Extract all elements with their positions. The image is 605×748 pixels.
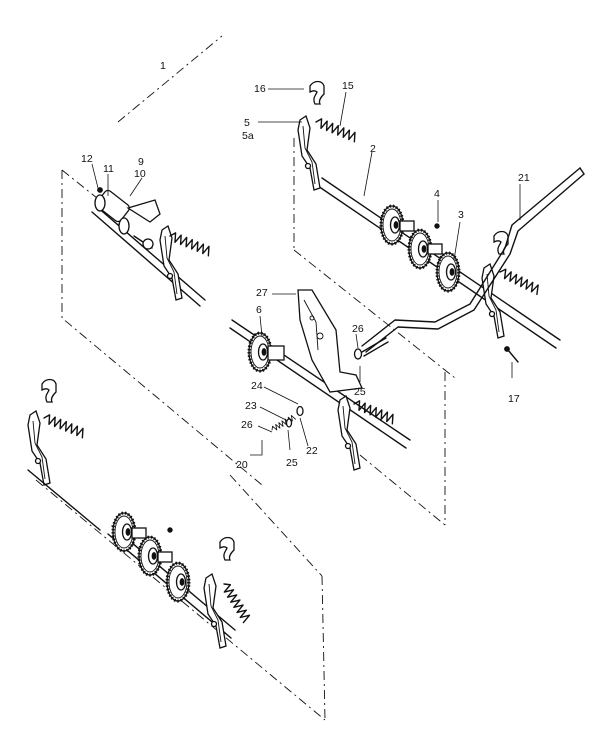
callout-9: 9 [138,156,144,168]
callout-1: 1 [160,60,166,72]
callout-26-lower: 26 [241,419,253,431]
callout-23: 23 [245,400,257,412]
callout-25-upper: 25 [354,386,366,398]
leader-lines [91,88,521,456]
callout-5: 5 [244,117,250,129]
callout-17: 17 [508,393,520,405]
callout-22: 22 [306,445,318,457]
lower-assembly [107,511,252,649]
lower-panel [35,474,326,721]
group-2-assembly [297,80,561,363]
callout-11: 11 [103,163,114,175]
group-1-panel [61,35,263,486]
callout-26-upper: 26 [352,323,364,335]
callout-20: 20 [236,459,248,471]
left-tine-arm [27,378,101,531]
callout-labels: 1 16 15 5 5a 2 4 3 21 17 12 11 9 10 27 6… [81,60,530,471]
callout-5a: 5a [242,130,254,142]
group-1-assembly [91,187,213,307]
callout-6: 6 [256,304,262,316]
callout-21: 21 [518,172,530,184]
group-2-panel [293,138,456,526]
callout-3: 3 [458,209,464,221]
callout-12: 12 [81,153,93,165]
callout-10: 10 [134,168,146,180]
callout-25-lower: 25 [286,457,298,469]
callout-2: 2 [370,143,376,155]
crank-arm [361,167,585,353]
callout-4: 4 [434,188,440,200]
callout-24: 24 [251,380,263,392]
callout-16: 16 [254,83,266,95]
callout-15: 15 [342,80,354,92]
central-assembly [229,289,411,471]
callout-27: 27 [256,287,268,299]
